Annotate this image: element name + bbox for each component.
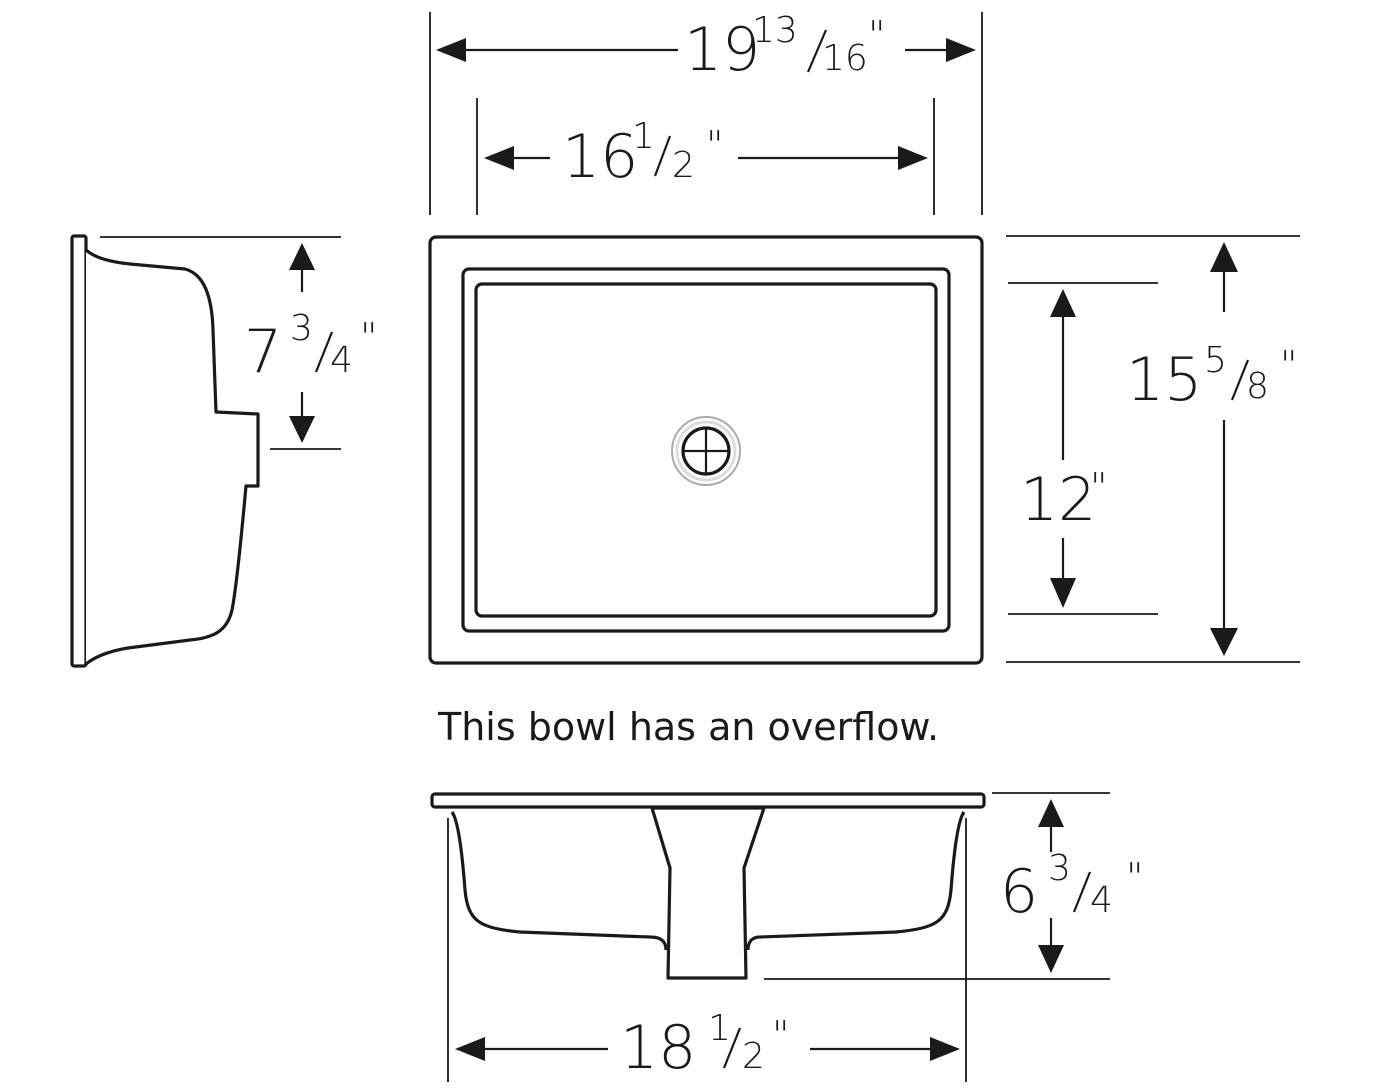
drain-icon (671, 416, 741, 486)
sink-side-view (70, 234, 260, 668)
right-overall-length-unit: " (1280, 343, 1297, 387)
right-inner-length-whole: 12 (1020, 465, 1096, 535)
front-width-numerator: 1 (708, 1008, 731, 1049)
top-overall-width-dimension: 19 13 16 " (429, 10, 983, 215)
side-depth-whole: 7 (244, 317, 282, 387)
top-inner-width-dimension: 16 1 2 " (476, 98, 935, 215)
top-inner-width-whole: 16 (562, 122, 638, 192)
front-depth-unit: " (1126, 855, 1143, 899)
front-depth-numerator: 3 (1048, 848, 1071, 889)
front-width-dimension: 18 1 2 " (447, 818, 967, 1083)
right-inner-length-unit: " (1090, 465, 1107, 509)
front-depth-whole: 6 (1000, 857, 1038, 927)
overflow-note: This bowl has an overflow. (437, 705, 939, 749)
top-overall-width-denominator: 16 (822, 38, 868, 79)
side-depth-denominator: 4 (330, 340, 353, 381)
top-overall-width-unit: " (868, 13, 885, 57)
top-overall-width-whole: 19 (684, 15, 760, 85)
right-overall-length-dimension: 15 5 8 " (1006, 235, 1300, 663)
front-depth-dimension: 6 3 4 " (764, 792, 1143, 980)
sink-top-view (428, 235, 984, 665)
front-width-unit: " (772, 1013, 789, 1057)
top-inner-width-unit: " (706, 123, 723, 167)
right-inner-length-dimension: 12 " (1008, 282, 1158, 615)
side-depth-dimension: 7 3 4 " (100, 236, 377, 450)
top-inner-width-denominator: 2 (672, 145, 695, 186)
top-overall-width-numerator: 13 (752, 10, 798, 51)
sink-front-view (430, 792, 986, 980)
side-depth-unit: " (360, 315, 377, 359)
front-width-whole: 18 (620, 1013, 696, 1083)
front-width-denominator: 2 (742, 1036, 765, 1077)
right-overall-length-whole: 15 (1126, 345, 1202, 415)
front-depth-denominator: 4 (1090, 880, 1113, 921)
side-depth-numerator: 3 (290, 308, 313, 349)
top-inner-width-numerator: 1 (632, 116, 655, 157)
right-overall-length-denominator: 8 (1246, 366, 1269, 407)
right-overall-length-numerator: 5 (1204, 340, 1227, 381)
